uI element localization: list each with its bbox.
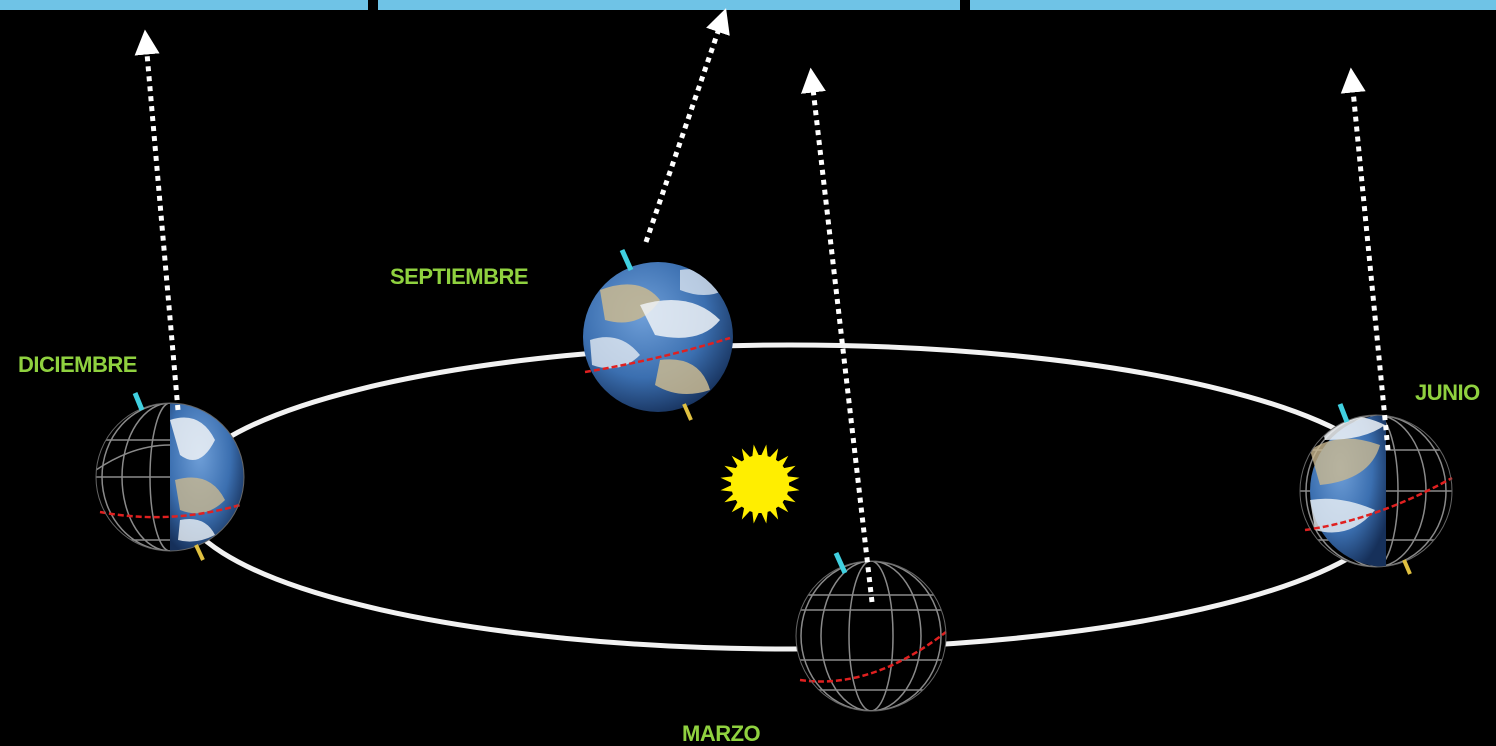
top-band-segment-left xyxy=(0,0,368,10)
top-band xyxy=(0,0,1496,10)
top-band-segment-middle xyxy=(378,0,960,10)
earth-septiembre xyxy=(583,248,733,421)
label-septiembre: SEPTIEMBRE xyxy=(390,264,528,289)
pointer-arrows xyxy=(134,8,1391,603)
pointer-arrow-icon-septiembre xyxy=(643,8,730,243)
label-diciembre: DICIEMBRE xyxy=(18,352,137,377)
pointer-arrow-icon-diciembre xyxy=(134,29,181,411)
earth-junio xyxy=(1299,403,1453,575)
label-junio: JUNIO xyxy=(1415,380,1480,405)
top-band-segment-right xyxy=(970,0,1496,10)
earth-marzo xyxy=(795,551,947,712)
earth-diciembre xyxy=(95,392,245,561)
sun-icon xyxy=(720,444,800,524)
pointer-arrow-icon-junio xyxy=(1340,67,1391,451)
pointer-arrow-icon-marzo xyxy=(801,67,875,603)
label-marzo: MARZO xyxy=(682,721,761,746)
